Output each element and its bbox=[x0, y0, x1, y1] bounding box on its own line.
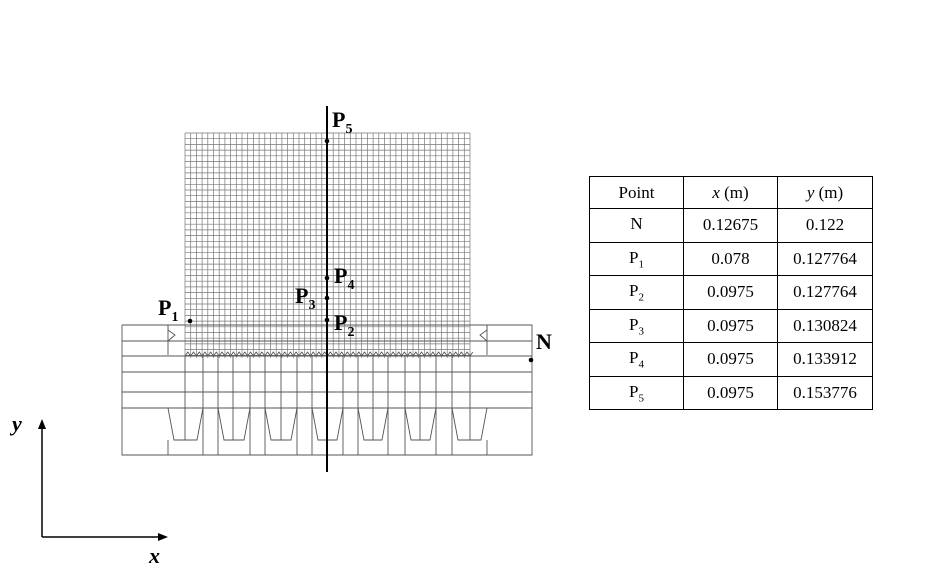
table-row: P5 0.0975 0.153776 bbox=[589, 375, 873, 410]
x-arrowhead-icon bbox=[158, 533, 168, 541]
cell-point: N bbox=[589, 208, 684, 243]
point-n-marker bbox=[528, 357, 534, 363]
table-row: P3 0.0975 0.130824 bbox=[589, 308, 873, 343]
point-p2-marker bbox=[324, 317, 330, 323]
cell-x: 0.12675 bbox=[683, 208, 778, 243]
point-p3-marker bbox=[324, 295, 330, 301]
x-axis-label: x bbox=[148, 543, 160, 568]
point-p5-marker bbox=[324, 138, 330, 144]
y-arrowhead-icon bbox=[38, 419, 46, 429]
point-p4-marker bbox=[324, 275, 330, 281]
point-n-label: N bbox=[536, 329, 552, 354]
point-labels: P5 P4 P3 P2 P1 N bbox=[158, 107, 552, 354]
table-row: N 0.12675 0.122 bbox=[589, 208, 873, 243]
cell-x: 0.0975 bbox=[683, 308, 778, 343]
point-p4-label: P4 bbox=[334, 263, 354, 293]
cell-y: 0.127764 bbox=[777, 241, 873, 276]
cell-x: 0.078 bbox=[683, 241, 778, 276]
point-p2-label: P2 bbox=[334, 310, 354, 340]
cell-point: P3 bbox=[589, 308, 684, 343]
point-p1-marker bbox=[187, 318, 193, 324]
cell-point: P4 bbox=[589, 342, 684, 377]
point-p1-label: P1 bbox=[158, 295, 178, 325]
cell-point: P5 bbox=[589, 375, 684, 410]
table-row: P4 0.0975 0.133912 bbox=[589, 342, 873, 377]
y-axis-label: y bbox=[9, 411, 22, 436]
cell-x: 0.0975 bbox=[683, 275, 778, 310]
table-row: P1 0.078 0.127764 bbox=[589, 241, 873, 276]
header-x: x (m) bbox=[683, 176, 778, 209]
header-point: Point bbox=[589, 176, 684, 209]
cell-y: 0.127764 bbox=[777, 275, 873, 310]
cell-point: P2 bbox=[589, 275, 684, 310]
cell-y: 0.153776 bbox=[777, 375, 873, 410]
point-p3-label: P3 bbox=[295, 283, 315, 313]
cell-point: P1 bbox=[589, 241, 684, 276]
cell-y: 0.122 bbox=[777, 208, 873, 243]
point-p5-label: P5 bbox=[332, 107, 352, 137]
header-y: y (m) bbox=[777, 176, 873, 209]
table-header-row: Point x (m) y (m) bbox=[589, 176, 873, 209]
point-markers bbox=[187, 138, 534, 363]
cell-x: 0.0975 bbox=[683, 375, 778, 410]
point-coordinates-table: Point x (m) y (m) N 0.12675 0.122 P1 0.0… bbox=[589, 176, 873, 410]
table-row: P2 0.0975 0.127764 bbox=[589, 275, 873, 310]
cell-x: 0.0975 bbox=[683, 342, 778, 377]
cell-y: 0.133912 bbox=[777, 342, 873, 377]
coordinate-axes: y x bbox=[9, 411, 168, 568]
cell-y: 0.130824 bbox=[777, 308, 873, 343]
